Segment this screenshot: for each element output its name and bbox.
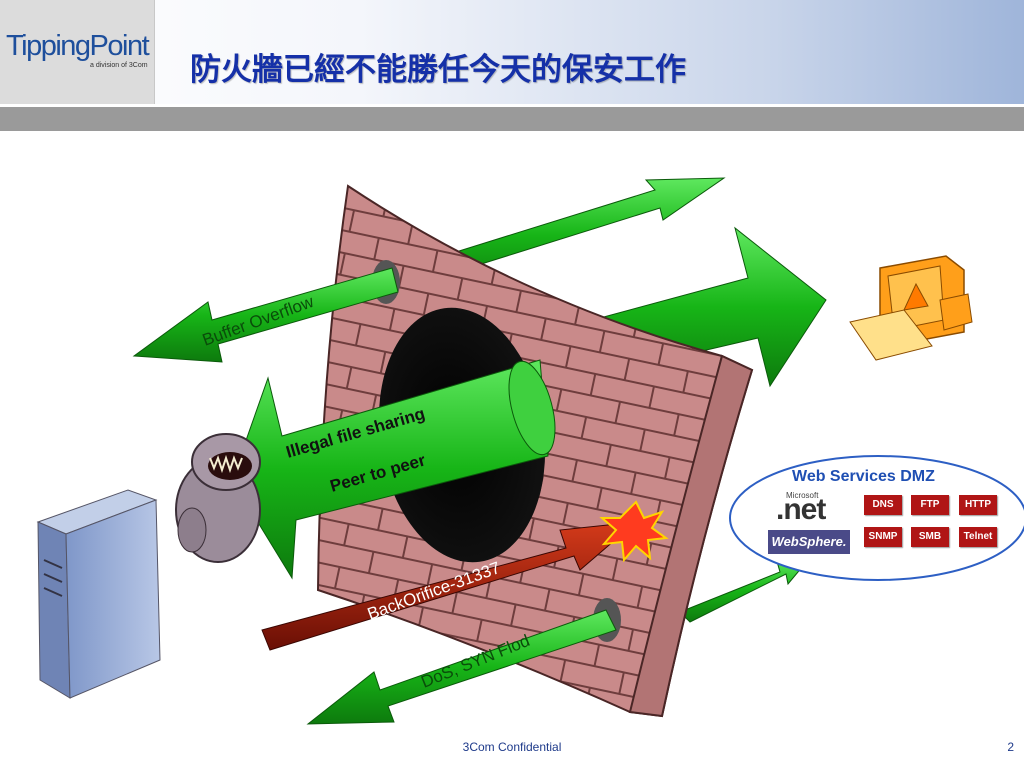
dotnet-logo: .net <box>776 493 826 526</box>
file-sharing-arrow-cap <box>508 360 556 456</box>
dmz-title: Web Services DMZ <box>792 468 935 485</box>
logo-text: TippingPoint <box>6 30 150 62</box>
page-title: 防火牆已經不能勝任今天的保安工作 <box>190 52 686 88</box>
service-badge-ftp: FTP <box>911 495 949 515</box>
explosion-icon <box>599 500 669 563</box>
firewall-wall-side <box>628 354 754 718</box>
backorifice-arrow <box>261 521 638 651</box>
header-banner: TippingPoint a division of 3Com 防火牆已經不能勝… <box>0 0 1024 104</box>
service-badge-telnet: Telnet <box>959 527 997 547</box>
server-icon <box>36 489 161 699</box>
computer-icon <box>849 255 973 361</box>
logo-subtext: a division of 3Com <box>90 62 148 69</box>
logo: TippingPoint a division of 3Com <box>0 0 155 104</box>
file-sharing-arrow <box>231 359 549 580</box>
service-badge-dns: DNS <box>864 495 902 515</box>
dos-syn-arrow <box>306 609 617 725</box>
service-badge-smb: SMB <box>911 527 949 547</box>
monster-icon <box>175 433 261 563</box>
service-badge-snmp: SNMP <box>864 527 902 547</box>
buffer-overflow-arrow <box>132 267 399 363</box>
service-badge-http: HTTP <box>959 495 997 515</box>
lower-right-arrow <box>679 557 810 623</box>
page-number: 2 <box>1007 740 1014 754</box>
footer-confidential: 3Com Confidential <box>462 740 562 754</box>
websphere-logo: WebSphere. <box>768 530 850 554</box>
microsoft-label: Microsoft <box>786 491 819 500</box>
header-divider-band <box>0 107 1024 131</box>
